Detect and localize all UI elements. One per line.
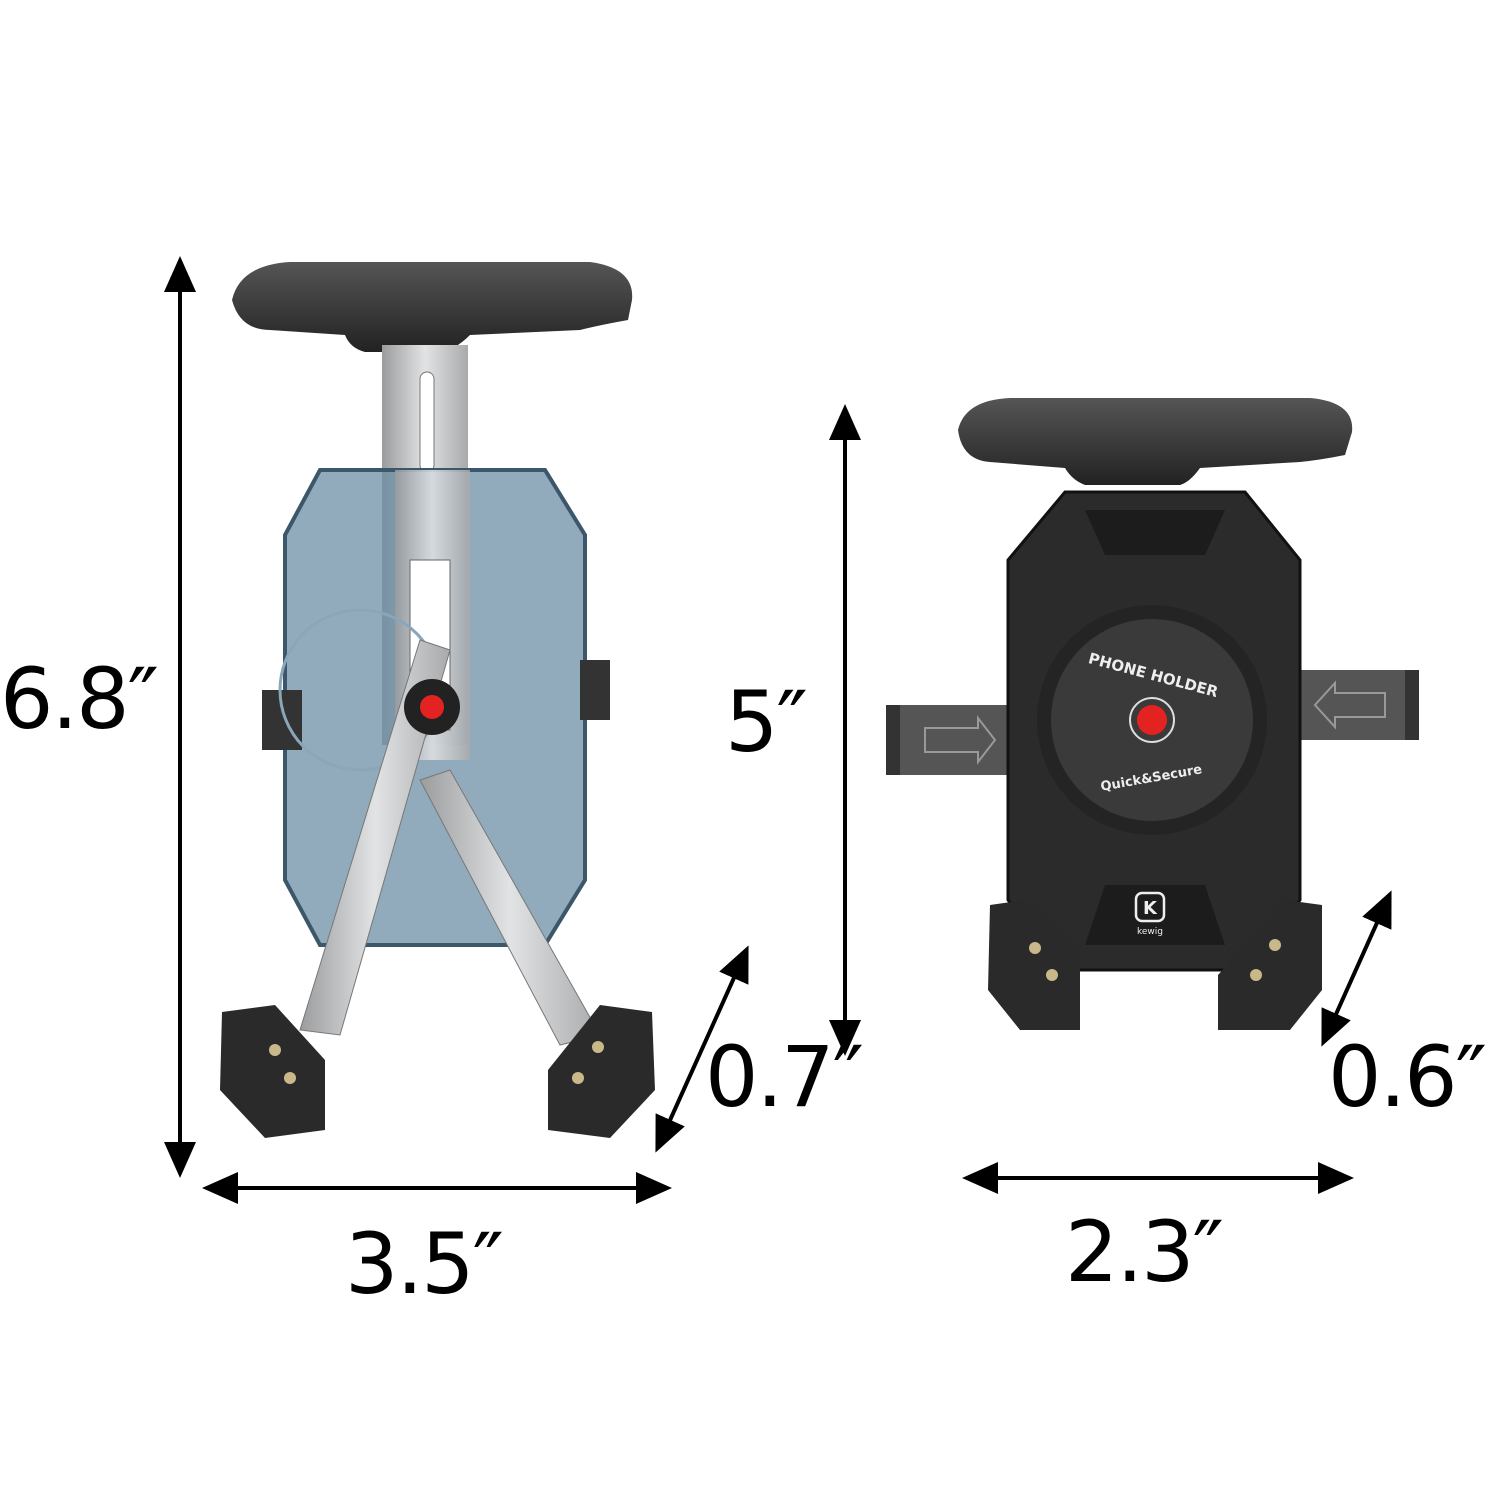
front-top-clamp bbox=[958, 398, 1353, 485]
back-view-holder bbox=[220, 262, 655, 1138]
top-clamp bbox=[232, 262, 633, 352]
red-release-button bbox=[420, 695, 444, 719]
right-side-arm bbox=[580, 660, 610, 720]
right-arrow-arm bbox=[1290, 670, 1410, 740]
lower-left-arm bbox=[299, 639, 451, 1036]
left-grip-arrow bbox=[655, 945, 749, 1153]
left-front-grip bbox=[988, 900, 1080, 1030]
right-grip-label: 0.6″ bbox=[1328, 1028, 1487, 1126]
left-grip bbox=[220, 1005, 325, 1138]
front-red-button bbox=[1137, 705, 1167, 735]
left-height-label: 6.8″ bbox=[0, 650, 159, 748]
kewig-logo: K kewig bbox=[1134, 891, 1166, 937]
right-width-label: 2.3″ bbox=[1065, 1203, 1224, 1301]
svg-text:kewig: kewig bbox=[1137, 927, 1163, 937]
svg-text:K: K bbox=[1143, 898, 1158, 919]
right-grip-arrow bbox=[1321, 890, 1392, 1047]
front-view-holder bbox=[886, 398, 1419, 1030]
right-grip bbox=[548, 1005, 655, 1138]
left-grip-label: 0.7″ bbox=[705, 1028, 864, 1126]
right-front-grip bbox=[1218, 900, 1322, 1030]
left-arrow-arm bbox=[895, 705, 1015, 775]
left-width-label: 3.5″ bbox=[345, 1215, 504, 1313]
right-height-label: 5″ bbox=[725, 673, 808, 771]
